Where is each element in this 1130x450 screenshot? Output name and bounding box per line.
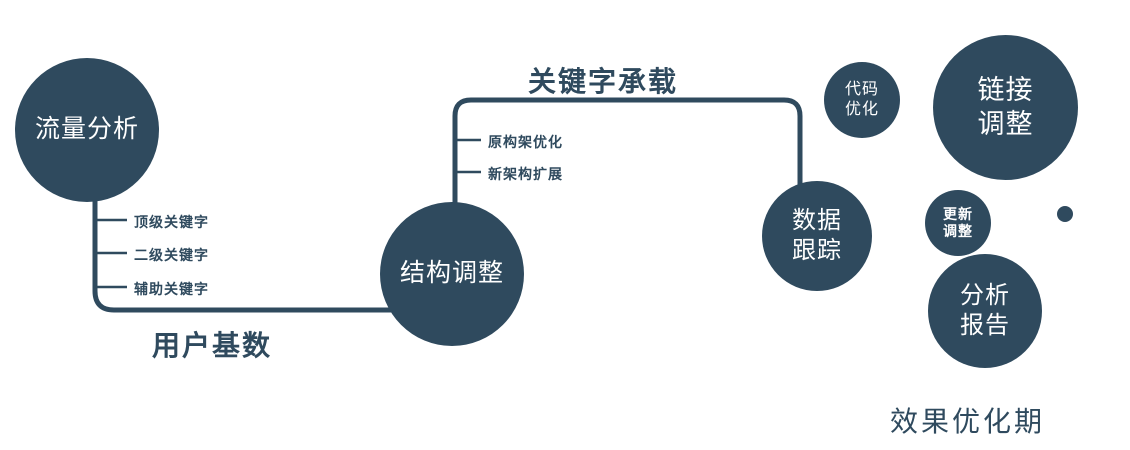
branch-label-top-keywords: 顶级关键字 <box>134 214 209 230</box>
node-update-adjustment: 更新 调整 <box>925 190 991 256</box>
edge-label-user-base: 用户基数 <box>152 330 273 361</box>
phase-label-effect-optimization: 效果优化期 <box>890 406 1046 437</box>
branch-label-new-architecture: 新架构扩展 <box>488 166 563 182</box>
node-label: 结构调整 <box>399 259 504 288</box>
node-label-line1: 链接 <box>977 74 1034 105</box>
branch-label-auxiliary-keywords: 辅助关键字 <box>134 281 209 297</box>
edge-label-keyword-carry: 关键字承载 <box>528 66 679 97</box>
node-structure-adjustment: 结构调整 <box>380 202 524 346</box>
node-label-line2: 报告 <box>960 312 1010 339</box>
connector-top-path <box>452 97 803 212</box>
connector-left-path <box>92 195 420 313</box>
branch-label-original-architecture: 原构架优化 <box>488 134 563 150</box>
node-label-line1: 分析 <box>960 282 1010 309</box>
node-label-line2: 调整 <box>977 108 1034 139</box>
node-analysis-report: 分析 报告 <box>928 254 1042 368</box>
node-label-line2: 优化 <box>844 101 879 118</box>
node-label-line1: 代码 <box>844 81 879 98</box>
node-label: 流量分析 <box>34 115 139 144</box>
node-data-tracking: 数据 跟踪 <box>762 181 872 291</box>
node-code-optimization: 代码 优化 <box>824 62 900 138</box>
node-traffic-analysis: 流量分析 <box>15 58 159 202</box>
dot-marker <box>1057 206 1073 222</box>
node-label-line2: 跟踪 <box>792 237 842 264</box>
node-label-line2: 调整 <box>943 223 973 239</box>
node-label-line1: 更新 <box>943 205 973 222</box>
node-label-line1: 数据 <box>792 207 842 234</box>
node-link-adjustment: 链接 调整 <box>933 35 1078 180</box>
branch-label-secondary-keywords: 二级关键字 <box>134 247 209 263</box>
